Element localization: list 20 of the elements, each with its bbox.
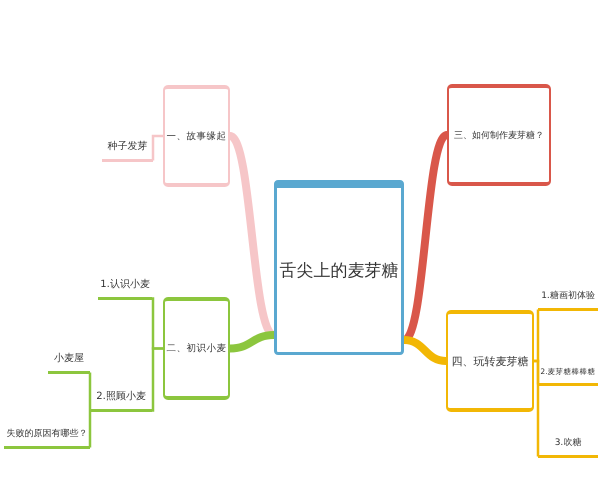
branch-line (152, 134, 163, 162)
topic-box: 二、初识小麦 (163, 297, 230, 400)
topic-box: 四、玩转麦芽糖 (446, 310, 534, 412)
subtopic-label: 种子发芽 (102, 122, 153, 162)
branch-line (230, 331, 274, 352)
branch-line (404, 336, 446, 365)
branch-line (88, 409, 92, 449)
subtopic-label: 3.吹糖 (538, 420, 598, 458)
topic-box: 一、故事缘起 (163, 85, 230, 187)
subtopic-label: 失败的原因有哪些？ (4, 424, 90, 449)
branch-line (534, 310, 540, 362)
branch-line (88, 371, 92, 412)
subtopic-label: 1.认识小麦 (98, 262, 152, 300)
topic-box: 三、如何制作麦芽糖？ (447, 84, 551, 186)
central-topic-box: 舌尖上的麦芽糖 (274, 180, 404, 355)
subtopic-label: 小麦屋 (48, 338, 90, 374)
branch-line (151, 347, 163, 412)
subtopic-label: 2.照顾小麦 (90, 374, 152, 412)
subtopic-label: 1.糖画初体验 (538, 276, 598, 311)
branch-line (534, 360, 540, 456)
